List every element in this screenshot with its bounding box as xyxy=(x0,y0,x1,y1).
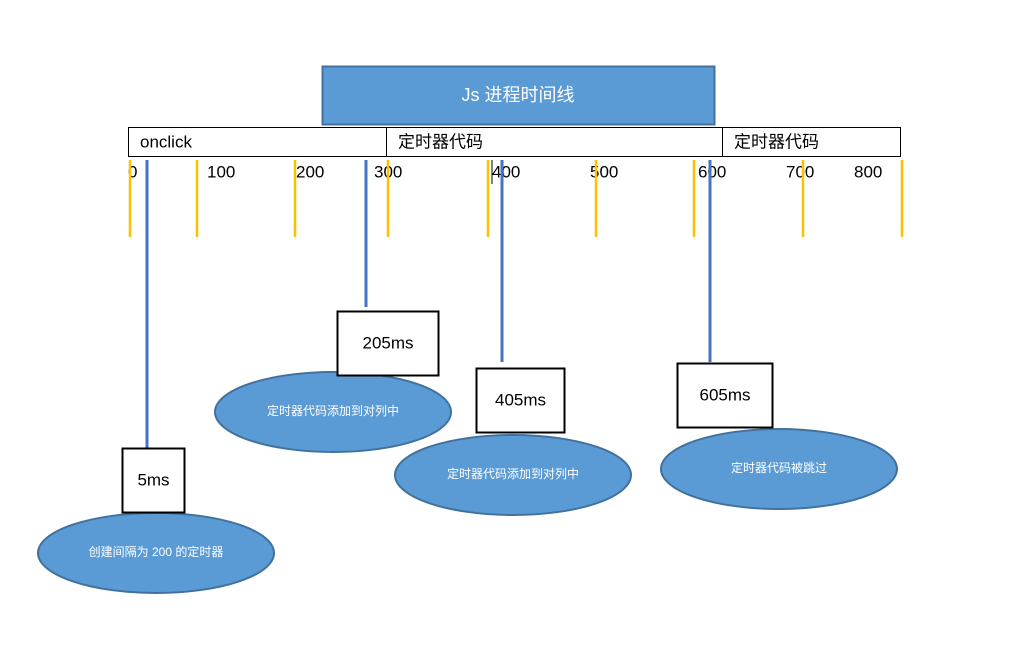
event-note: 定时器代码添加到对列中 xyxy=(267,403,399,418)
tick-label: 700 xyxy=(786,162,814,181)
event-time-label: 5ms xyxy=(137,470,169,489)
event-time-box xyxy=(475,367,566,434)
tick-label: 200 xyxy=(296,162,324,181)
tick-label: 600 xyxy=(698,162,726,181)
tick-label: 0 xyxy=(128,162,137,181)
event-time-label: 205ms xyxy=(362,333,413,352)
event-note-ellipse xyxy=(214,371,452,453)
event-note: 定时器代码被跳过 xyxy=(731,460,827,475)
timeline-bar xyxy=(128,127,901,157)
tick-label: 400 xyxy=(492,162,520,181)
header-title: Js 进程时间线 xyxy=(461,85,574,105)
tick-label: 800 xyxy=(854,162,882,181)
event-note: 创建间隔为 200 的定时器 xyxy=(89,544,224,559)
event-time-label: 605ms xyxy=(699,385,750,404)
event-note-ellipse xyxy=(660,428,898,510)
event-time-label: 405ms xyxy=(495,390,546,409)
event-note-ellipse xyxy=(394,434,632,516)
segment-label: 定时器代码 xyxy=(734,132,819,151)
segment-label: onclick xyxy=(140,132,192,151)
event-time-box xyxy=(676,362,774,429)
event-note: 定时器代码添加到对列中 xyxy=(447,466,579,481)
event-time-box xyxy=(121,447,186,514)
header-box xyxy=(321,65,716,126)
event-time-box xyxy=(336,310,440,377)
tick-label: 500 xyxy=(590,162,618,181)
tick-label: 100 xyxy=(207,162,235,181)
segment-label: 定时器代码 xyxy=(398,132,483,151)
